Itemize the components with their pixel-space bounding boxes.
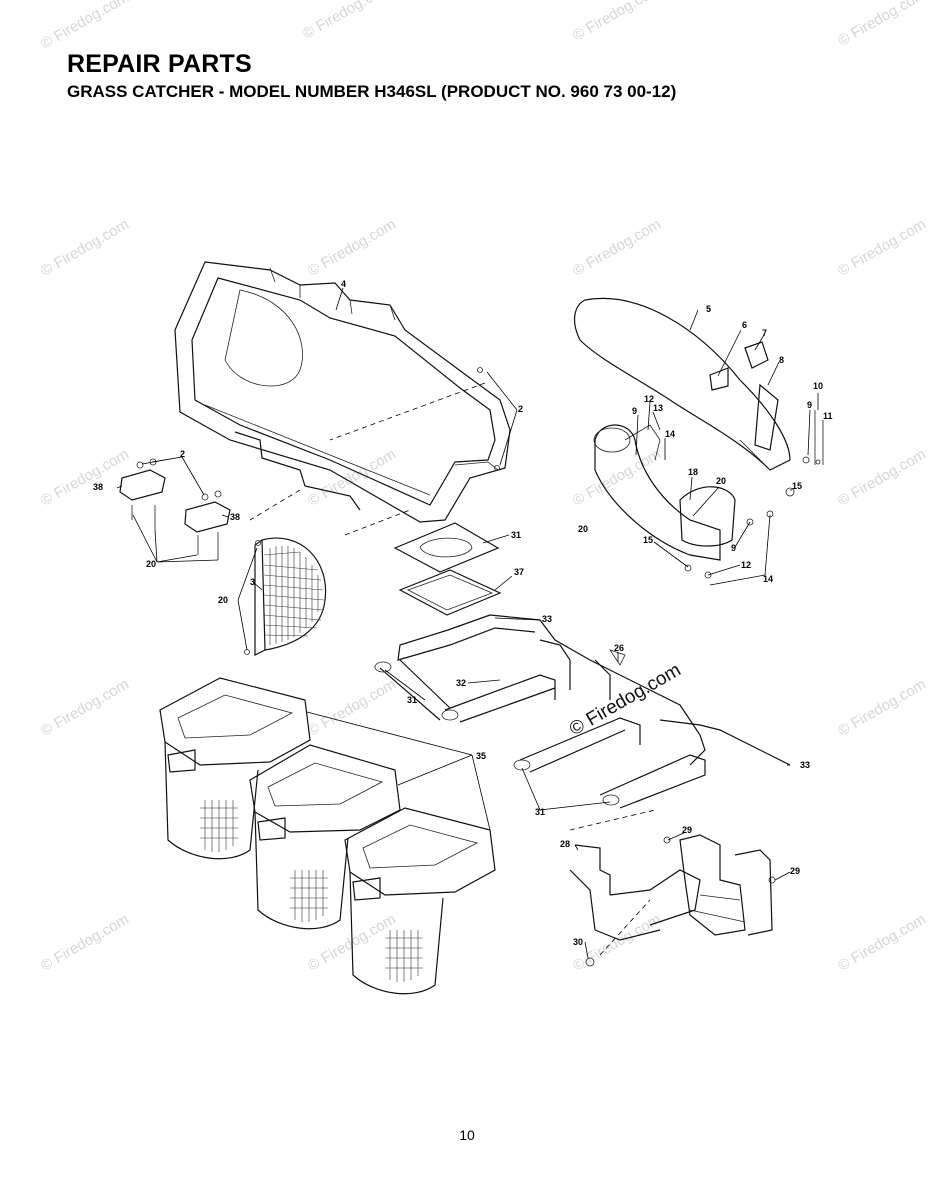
- label-3: 3: [250, 577, 255, 587]
- assembly-dashed-lines: [249, 382, 656, 956]
- label-37: 37: [514, 567, 524, 577]
- label-18: 18: [688, 467, 698, 477]
- part-chute: [573, 298, 791, 471]
- part-lower-chute: [593, 424, 736, 561]
- part-bags: [159, 677, 496, 995]
- label-11: 11: [823, 411, 833, 421]
- label-4: 4: [341, 279, 346, 289]
- part-frame: [374, 614, 791, 809]
- label-29: 29: [790, 866, 800, 876]
- label-32: 32: [456, 678, 466, 688]
- part-side-screen: [244, 537, 327, 656]
- part-catcher-top: [174, 261, 511, 523]
- label-20: 20: [578, 524, 588, 534]
- part-hardware: [684, 341, 824, 579]
- page-title: REPAIR PARTS: [67, 50, 252, 78]
- label-28: 28: [560, 839, 570, 849]
- label-35: 35: [476, 751, 486, 761]
- label-2: 2: [518, 404, 523, 414]
- label-9: 9: [731, 543, 736, 553]
- label-31: 31: [407, 695, 417, 705]
- label-9: 9: [632, 406, 637, 416]
- leader-lines: [116, 287, 819, 959]
- label-14: 14: [665, 429, 675, 439]
- label-7: 7: [762, 328, 767, 338]
- part-brackets: [119, 458, 231, 560]
- label-15: 15: [792, 481, 802, 491]
- label-13: 13: [653, 403, 663, 413]
- part-labels: 2 2 3 4 5 6 7 8 9 9 9 10 11 12 12 13 14 …: [93, 279, 833, 947]
- label-12: 12: [741, 560, 751, 570]
- label-9: 9: [807, 400, 812, 410]
- label-14: 14: [763, 574, 773, 584]
- label-20: 20: [218, 595, 228, 605]
- label-38: 38: [93, 482, 103, 492]
- label-20: 20: [146, 559, 156, 569]
- label-8: 8: [779, 355, 784, 365]
- label-20: 20: [716, 476, 726, 486]
- label-26: 26: [614, 643, 624, 653]
- label-5: 5: [706, 304, 711, 314]
- page-number: 10: [459, 1127, 475, 1143]
- label-2: 2: [180, 449, 185, 459]
- label-31: 31: [535, 807, 545, 817]
- label-15: 15: [643, 535, 653, 545]
- label-6: 6: [742, 320, 747, 330]
- label-29: 29: [682, 825, 692, 835]
- part-gaskets: [393, 522, 502, 616]
- label-33: 33: [800, 760, 810, 770]
- page-subtitle: GRASS CATCHER - MODEL NUMBER H346SL (PRO…: [67, 82, 677, 101]
- label-10: 10: [813, 381, 823, 391]
- label-31: 31: [511, 530, 521, 540]
- label-33: 33: [542, 614, 552, 624]
- label-38: 38: [230, 512, 240, 522]
- part-mount: [569, 834, 776, 967]
- label-30: 30: [573, 937, 583, 947]
- label-12: 12: [644, 394, 654, 404]
